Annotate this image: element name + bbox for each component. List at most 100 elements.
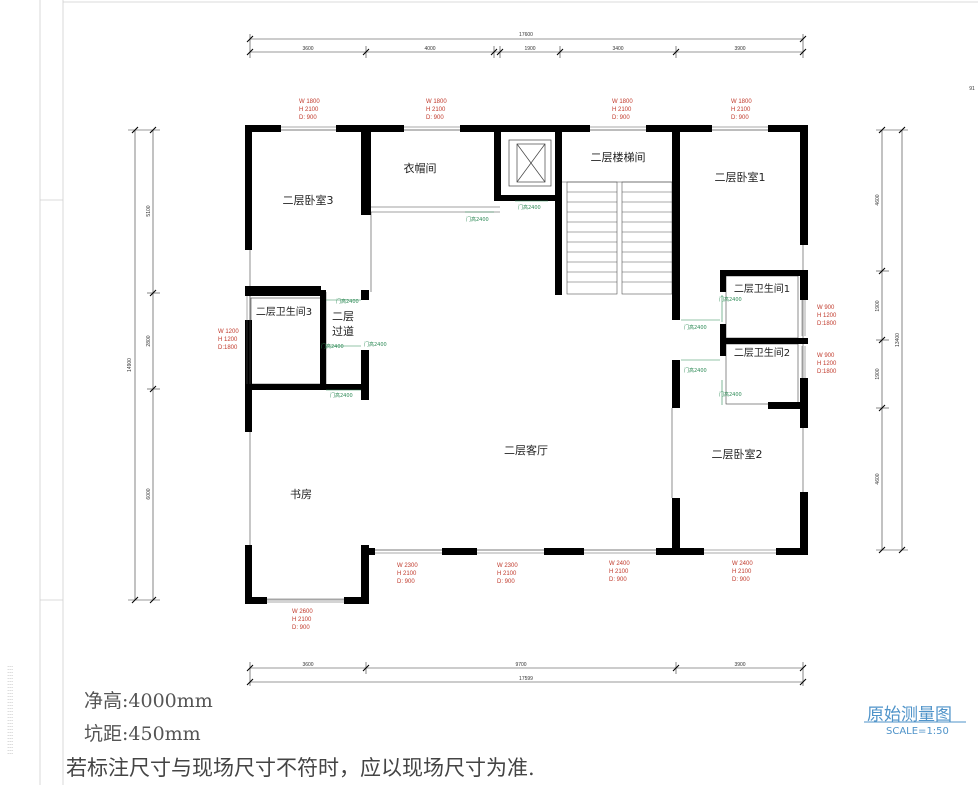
walls [245, 125, 808, 604]
margin-text-placeholder: ┆┆┆┆┆┆┆┆┆┆┆┆┆┆┆┆┆┆┆┆┆┆┆┆┆┆┆┆┆┆ [8, 664, 14, 755]
door-label-cloakroom: 门高2400 [466, 216, 489, 223]
window-top-1: W 1800 H 2100 D: 900 [299, 99, 320, 121]
svg-text:W 1200: W 1200 [218, 329, 239, 335]
svg-text:D: 900: D: 900 [731, 115, 749, 121]
dim-left-seg-1: 5100 [146, 205, 152, 216]
room-bedroom2: 二层卧室2 [712, 447, 763, 461]
dim-bot-seg-3: 3900 [734, 662, 745, 668]
room-bathroom3: 二层卫生间3 [256, 305, 312, 318]
window-top-3: W 1800 H 2100 D: 900 [612, 99, 633, 121]
dim-corner-mark: 91 [969, 86, 975, 92]
room-bathroom1: 二层卫生间1 [734, 282, 790, 295]
room-bedroom1: 二层卧室1 [715, 170, 766, 184]
svg-text:D: 900: D: 900 [497, 579, 515, 585]
door-marks [326, 200, 723, 405]
door-label-elevator: 门高2400 [518, 204, 541, 211]
dimension-ticks [131, 35, 906, 686]
dim-left-total: 14900 [127, 358, 133, 372]
door-label-corridor-top: 门高2400 [336, 298, 359, 305]
stamp-scale: SCALE=1:50 [886, 726, 949, 737]
door-label-east-2: 门高2400 [684, 367, 707, 374]
svg-text:W 900: W 900 [817, 305, 835, 311]
dim-right-seg-3: 1900 [875, 368, 881, 379]
margin-text-block: ┆┆┆┆┆┆┆┆┆┆┆┆┆┆┆┆┆┆┆┆┆┆┆┆┆┆┆┆┆┆ [8, 555, 14, 755]
dimension-text: 17600 3600 4000 1900 3400 3900 3600 9700… [127, 32, 975, 682]
room-bathroom2: 二层卫生间2 [734, 346, 790, 359]
dim-right-seg-2: 1900 [875, 300, 881, 311]
dim-bot-seg-2: 9700 [515, 662, 526, 668]
staircase [566, 181, 673, 295]
door-label-bath1: 门高2400 [719, 296, 742, 303]
room-stairwell: 二层楼梯间 [591, 150, 646, 164]
door-label-bath2: 门高2400 [719, 391, 742, 398]
window-bottom-3: W 2400 H 2100 D: 900 [609, 561, 630, 583]
svg-text:H 2100: H 2100 [731, 107, 751, 113]
svg-text:W 2600: W 2600 [292, 609, 313, 615]
window-top-2: W 1800 H 2100 D: 900 [426, 99, 447, 121]
svg-text:D: 900: D: 900 [299, 115, 317, 121]
dim-bot-total: 17599 [519, 676, 533, 682]
window-study: W 2600 H 2100 D: 900 [292, 609, 313, 631]
dim-top-total: 17600 [519, 32, 533, 38]
stamp-title: 原始测量图 [867, 705, 952, 725]
dim-left-seg-2: 2800 [146, 335, 152, 346]
elevator-shaft [508, 139, 552, 187]
dim-right-total: 13400 [895, 333, 901, 347]
svg-text:D: 900: D: 900 [732, 577, 750, 583]
dim-top-seg-4: 3400 [612, 46, 623, 52]
svg-text:D: 900: D: 900 [609, 577, 627, 583]
svg-text:H 2100: H 2100 [426, 107, 446, 113]
door-labels: 门高2400 门高2400 门高2400 门高2400 门高2400 门高240… [321, 204, 742, 399]
svg-text:W 900: W 900 [817, 353, 835, 359]
svg-text:H 2100: H 2100 [612, 107, 632, 113]
svg-text:H 2100: H 2100 [609, 569, 629, 575]
svg-text:D:1800: D:1800 [817, 369, 837, 375]
disclaimer-note: 若标注尺寸与现场尺寸不符时，应以现场尺寸为准. [66, 756, 535, 780]
svg-text:H 2100: H 2100 [732, 569, 752, 575]
door-label-bath3: 门高2400 [321, 343, 344, 350]
svg-text:H 1200: H 1200 [218, 337, 238, 343]
room-bedroom3: 二层卧室3 [283, 193, 334, 207]
svg-text:H 2100: H 2100 [397, 571, 417, 577]
window-right-bath2: W 900 H 1200 D:1800 [817, 353, 837, 375]
window-labels: W 1800 H 2100 D: 900 W 1800 H 2100 D: 90… [218, 99, 837, 631]
svg-text:H 2100: H 2100 [292, 617, 312, 623]
dim-top-seg-1: 3600 [302, 46, 313, 52]
door-label-corridor-bottom: 门高2400 [330, 392, 353, 399]
svg-text:D:1800: D:1800 [218, 345, 238, 351]
svg-text:H 1200: H 1200 [817, 361, 837, 367]
dim-top-seg-5: 3900 [734, 46, 745, 52]
window-openings [246, 126, 806, 603]
room-labels: 二层卧室3 衣帽间 二层楼梯间 二层卧室1 二层卫生间3 二层 过道 二层卫生间… [256, 150, 790, 501]
svg-text:W 1800: W 1800 [612, 99, 633, 105]
window-bottom-4: W 2400 H 2100 D: 900 [732, 561, 753, 583]
clear-height-note: 净高:4000mm [84, 690, 213, 712]
dim-top-seg-3: 1900 [524, 46, 535, 52]
dim-right-seg-1: 4600 [875, 194, 881, 205]
dim-bot-seg-1: 3600 [302, 662, 313, 668]
svg-text:D:1800: D:1800 [817, 321, 837, 327]
window-right-bath1: W 900 H 1200 D:1800 [817, 305, 837, 327]
svg-text:W 2300: W 2300 [497, 563, 518, 569]
dim-top-seg-2: 4000 [424, 46, 435, 52]
door-label-corridor-right: 门高2400 [364, 341, 387, 348]
svg-text:H 1200: H 1200 [817, 313, 837, 319]
room-study: 书房 [290, 488, 312, 501]
svg-text:W 1800: W 1800 [426, 99, 447, 105]
window-left-bath3: W 1200 H 1200 D:1800 [218, 329, 239, 351]
room-living: 二层客厅 [504, 443, 548, 457]
room-cloakroom: 衣帽间 [404, 161, 437, 175]
pit-distance-note: 坑距:450mm [84, 723, 201, 745]
window-bottom-1: W 2300 H 2100 D: 900 [397, 563, 418, 585]
svg-text:D: 900: D: 900 [397, 579, 415, 585]
svg-text:H 2100: H 2100 [299, 107, 319, 113]
room-corridor-line2: 过道 [332, 324, 354, 338]
svg-text:D: 900: D: 900 [292, 625, 310, 631]
svg-text:W 2300: W 2300 [397, 563, 418, 569]
door-label-east-1: 门高2400 [684, 324, 707, 331]
svg-text:H 2100: H 2100 [497, 571, 517, 577]
room-corridor-line1: 二层 [332, 310, 354, 323]
window-top-4: W 1800 H 2100 D: 900 [731, 99, 752, 121]
window-bottom-2: W 2300 H 2100 D: 900 [497, 563, 518, 585]
